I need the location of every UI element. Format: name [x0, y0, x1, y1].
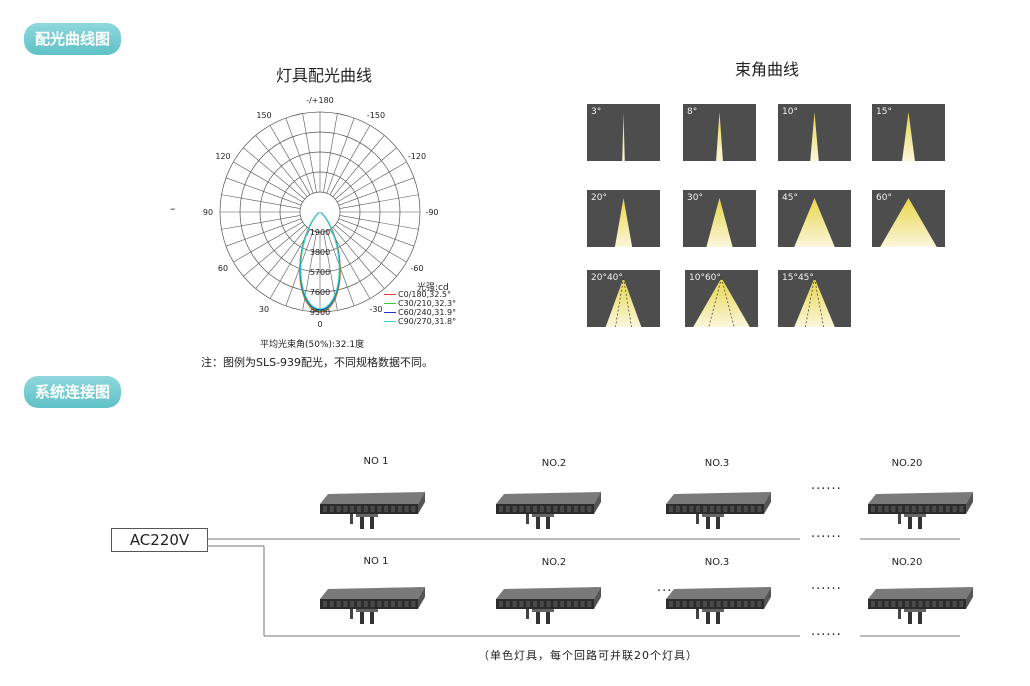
- connection-caption: （单色灯具，每个回路可并联20个灯具）: [478, 649, 698, 662]
- polar-note: 注：图例为SLS-939配光，不同规格数据不同。: [201, 356, 434, 369]
- legend-swatch: [384, 312, 396, 313]
- legend-swatch: [384, 321, 396, 322]
- row1-label-3: NO.3: [704, 458, 730, 469]
- legend-entry: C90/270,31.8°: [384, 317, 456, 326]
- wall-washer-lamp: [320, 490, 425, 534]
- beam-tile: 3°: [587, 104, 660, 161]
- polar-angle-label: 60: [218, 264, 228, 273]
- row2-label-4: NO.20: [891, 557, 923, 568]
- wall-washer-lamp: [666, 585, 771, 629]
- polar-radial-label: 3800: [310, 248, 330, 257]
- beam-cone: [716, 112, 723, 161]
- row1-label-2: NO.2: [541, 458, 567, 469]
- beam-angle-label: 30°: [687, 193, 703, 203]
- polar-diagram: -/+180 -150 150 -120 120 -90 90 -60 60 -30 30 0 1900…: [203, 96, 439, 329]
- polar-angle-label: -/+180: [306, 96, 334, 105]
- row1-dots-top: ······: [811, 482, 842, 497]
- polar-avg-beam: 平均光束角(50%):32.1度: [260, 340, 365, 350]
- beam-cone: [693, 278, 750, 327]
- beam-angle-label: 10°: [782, 107, 798, 117]
- polar-angle-label: -150: [367, 111, 385, 120]
- row1-label-4: NO.20: [891, 458, 923, 469]
- polar-curves: [299, 211, 341, 313]
- wall-washer-lamp: [868, 490, 973, 534]
- row1-label-1: NO 1: [363, 456, 389, 467]
- legend-label: C0/180,32.5°: [398, 290, 451, 299]
- beam-tile: 20°40°: [587, 270, 660, 327]
- wall-washer-lamp: [666, 490, 771, 534]
- legend-swatch: [384, 294, 396, 295]
- polar-radial-label: 7600: [310, 288, 330, 297]
- beam-angle-label: 8°: [687, 107, 698, 117]
- row2-label-2: NO.2: [541, 557, 567, 568]
- wall-washer-lamp: [496, 585, 601, 629]
- beam-angle-label: 15°: [876, 107, 892, 117]
- beam-tile: 10°: [778, 104, 851, 161]
- section-connection-pill: 系统连接图: [24, 376, 121, 408]
- polar-radial-label: 5700: [310, 268, 330, 277]
- row2-dots-mid: ···: [657, 584, 673, 599]
- beam-angle-label: 15°45°: [782, 273, 814, 283]
- polar-grid: [219, 111, 421, 313]
- beam-angle-label: 45°: [782, 193, 798, 203]
- beam-tile: 30°: [683, 190, 756, 247]
- polar-angle-label: -30: [369, 305, 382, 314]
- beam-angle-label: 60°: [876, 193, 892, 203]
- polar-radial-label: 9500: [310, 308, 330, 317]
- polar-angle-label: 90: [203, 208, 213, 217]
- polar-angle-label: 120: [215, 152, 230, 161]
- legend-label: C60/240,31.9°: [398, 308, 457, 317]
- legend-entry: C0/180,32.5°: [384, 290, 456, 299]
- beam-cone: [794, 278, 835, 327]
- beam-tile: 15°: [872, 104, 945, 161]
- beam-tile: 60°: [872, 190, 945, 247]
- beam-cone: [605, 278, 642, 327]
- polar-series-curve: [300, 211, 340, 310]
- row2-dots-line: ······: [811, 628, 842, 643]
- beam-tile: 8°: [683, 104, 756, 161]
- beam-cone: [614, 198, 633, 247]
- row2-label-3: NO.3: [704, 557, 730, 568]
- beam-angle-label: 20°40°: [591, 273, 623, 283]
- legend-label: C90/270,31.8°: [398, 317, 457, 326]
- row1-dots-line: ······: [811, 530, 842, 545]
- polar-angle-label: -120: [408, 152, 426, 161]
- legend-entry: C30/210,32.3°: [384, 299, 456, 308]
- polar-angle-label: 30: [259, 305, 269, 314]
- beam-cone: [810, 112, 819, 161]
- beam-tile: 15°45°: [778, 270, 851, 327]
- beam-tile: 10°60°: [685, 270, 758, 327]
- stray-dash: –: [170, 202, 176, 215]
- polar-title: 灯具配光曲线: [276, 66, 373, 85]
- legend-entry: C60/240,31.9°: [384, 308, 456, 317]
- beam-tile: 20°: [587, 190, 660, 247]
- beam-cone: [706, 198, 733, 247]
- polar-angle-label: 150: [256, 111, 271, 120]
- beam-angle-label: 10°60°: [689, 273, 721, 283]
- legend-label: C30/210,32.3°: [398, 299, 457, 308]
- beam-tile: 45°: [778, 190, 851, 247]
- polar-legend: C0/180,32.5°C30/210,32.3°C60/240,31.9°C9…: [384, 290, 456, 326]
- beam-cone: [902, 112, 915, 161]
- polar-unit-label: 光强:cd: [417, 283, 449, 293]
- polar-angle-labels: -/+180 -150 150 -120 120 -90 90 -60 60 -30 30 0 1900…: [203, 96, 439, 329]
- beam-cone: [880, 198, 937, 247]
- beam-angle-label: 20°: [591, 193, 607, 203]
- beam-cone: [794, 198, 835, 247]
- wall-washer-lamp: [496, 490, 601, 534]
- polar-angle-label: 0: [317, 320, 322, 329]
- beam-cone: [622, 112, 625, 161]
- row2-label-1: NO 1: [363, 556, 389, 567]
- power-source-box: AC220V: [111, 528, 208, 552]
- polar-angle-label: -60: [410, 264, 423, 273]
- beam-title: 束角曲线: [735, 60, 800, 79]
- polar-radial-label: 1900: [310, 228, 330, 237]
- wall-washer-lamp: [320, 585, 425, 629]
- polar-angle-label: -90: [425, 208, 438, 217]
- row2-dots-top: ······: [811, 582, 842, 597]
- legend-swatch: [384, 303, 396, 304]
- section-photometric-pill: 配光曲线图: [24, 23, 121, 55]
- beam-angle-label: 3°: [591, 107, 602, 117]
- wall-washer-lamp: [868, 585, 973, 629]
